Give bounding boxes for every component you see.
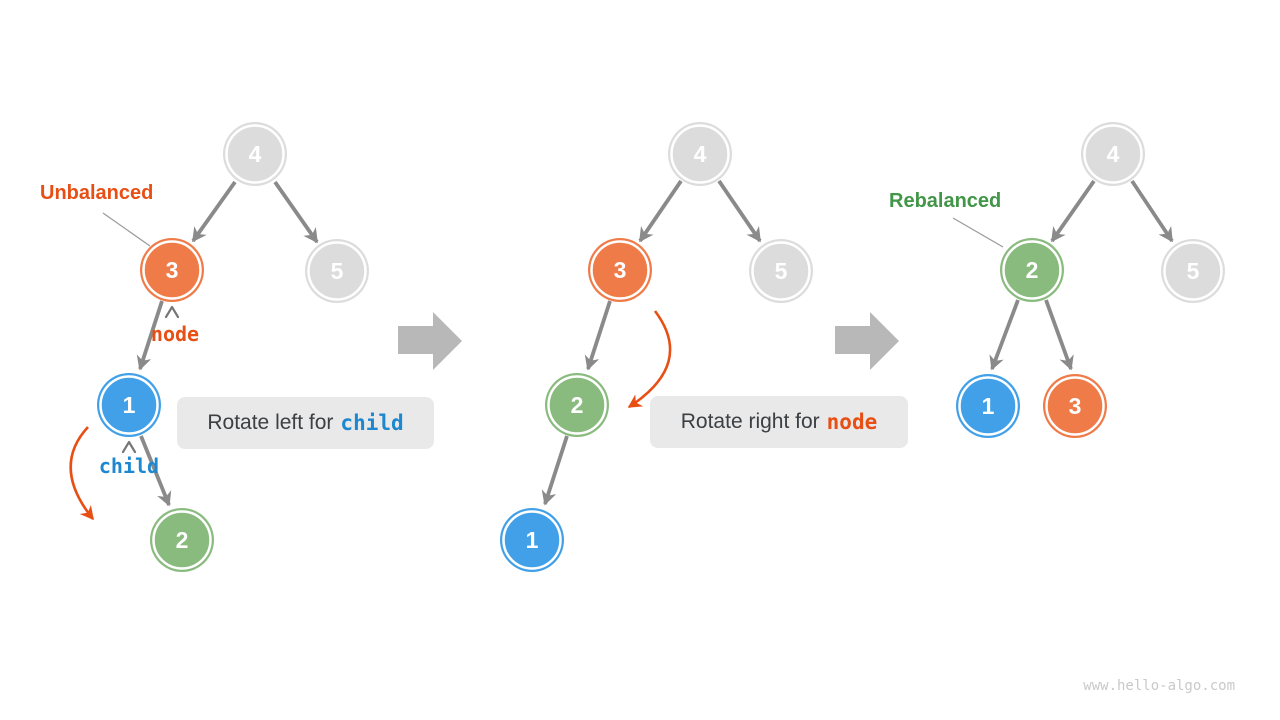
tree-unbalanced: 4 3 5 1 2 xyxy=(69,122,369,572)
node-value: 5 xyxy=(1187,258,1200,284)
node-value: 2 xyxy=(571,392,584,418)
rebalanced-annotation: Rebalanced xyxy=(889,190,1002,212)
caption-code-child: child xyxy=(340,411,404,435)
edge-4-3 xyxy=(638,179,683,243)
node-value: 4 xyxy=(694,141,707,167)
tree-intermediate: 4 3 5 2 1 xyxy=(500,122,813,572)
tree1-node-2: 2 xyxy=(150,508,214,572)
node-value: 4 xyxy=(249,141,262,167)
edge-4-5 xyxy=(717,179,762,243)
edge-4-5 xyxy=(273,180,319,244)
tree-rebalanced: 4 2 5 1 3 xyxy=(952,122,1225,438)
node-value: 1 xyxy=(982,393,995,419)
rotate-right-arrow-icon xyxy=(627,310,672,409)
node-value: 3 xyxy=(1069,393,1082,419)
caption-text: Rotate left for xyxy=(207,411,334,434)
edge-2-1 xyxy=(989,299,1020,371)
unbalanced-annotation: Unbalanced xyxy=(40,182,154,204)
step-arrow-icon xyxy=(835,312,899,370)
tree2-node-3: 3 xyxy=(588,238,652,302)
caption-rotate-left: Rotate left for child xyxy=(177,397,434,449)
node-value: 4 xyxy=(1107,141,1120,167)
annotation-leader-line xyxy=(952,217,1004,248)
child-pointer-label: child xyxy=(98,454,160,478)
caption-text: Rotate right for xyxy=(680,410,820,433)
tree1-node-5: 5 xyxy=(305,239,369,303)
node-value: 2 xyxy=(176,527,189,553)
tree2-node-4: 4 xyxy=(668,122,732,186)
tree3-node-4: 4 xyxy=(1081,122,1145,186)
node-value: 2 xyxy=(1026,257,1039,283)
node-value: 1 xyxy=(526,527,539,553)
node-value: 5 xyxy=(775,258,788,284)
watermark: www.hello-algo.com xyxy=(1083,678,1235,694)
tree3-node-3: 3 xyxy=(1043,374,1107,438)
tree3-node-2: 2 xyxy=(1000,238,1064,302)
edge-3-1 xyxy=(136,300,164,371)
node-value: 1 xyxy=(123,392,136,418)
edge-2-3 xyxy=(1044,299,1074,371)
edge-4-5 xyxy=(1130,179,1174,243)
tree2-node-2: 2 xyxy=(545,373,609,437)
edge-4-2 xyxy=(1050,179,1096,243)
node-value: 3 xyxy=(614,257,627,283)
tree1-node-3: 3 xyxy=(140,238,204,302)
edge-3-2 xyxy=(584,300,612,371)
tree3-node-5: 5 xyxy=(1161,239,1225,303)
node-value: 5 xyxy=(331,258,344,284)
caret-up-icon xyxy=(121,440,137,454)
tree1-node-1: 1 xyxy=(97,373,161,437)
tree3-node-1: 1 xyxy=(956,374,1020,438)
annotation-leader-line xyxy=(102,212,151,247)
edge-2-1 xyxy=(541,435,569,506)
tree1-node-4: 4 xyxy=(223,122,287,186)
caption-rotate-right: Rotate right for node xyxy=(650,396,908,448)
node-pointer-label: node xyxy=(150,322,200,346)
node-value: 3 xyxy=(166,257,179,283)
edge-4-3 xyxy=(191,180,237,243)
edge-1-2 xyxy=(139,435,172,507)
tree2-node-1: 1 xyxy=(500,508,564,572)
tree2-node-5: 5 xyxy=(749,239,813,303)
caret-up-icon xyxy=(164,305,180,319)
rotate-left-arrow-icon xyxy=(69,426,95,521)
step-arrow-icon xyxy=(398,312,462,370)
caption-code-node: node xyxy=(826,410,878,434)
